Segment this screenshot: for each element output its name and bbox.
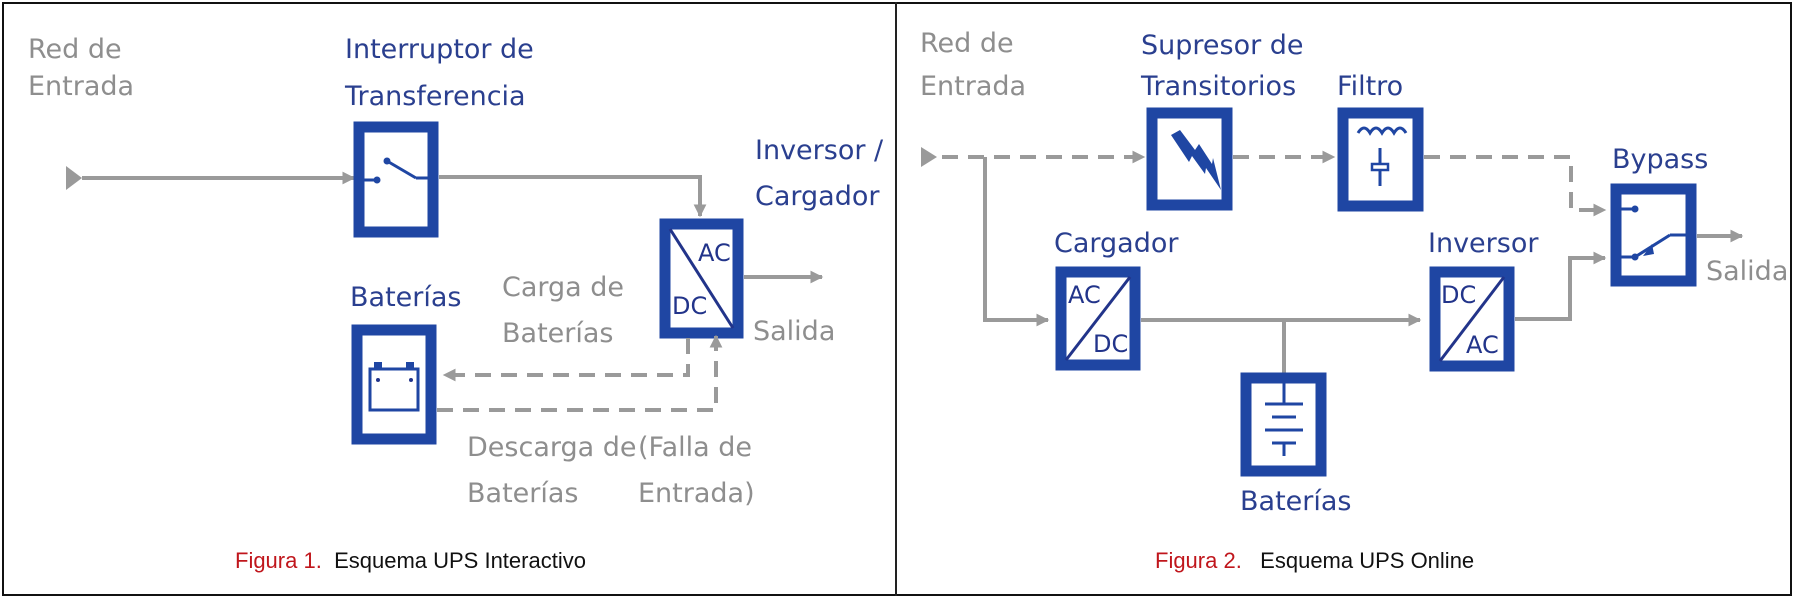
fig2-inverter-to-bypass-line	[1515, 251, 1607, 321]
inverter-dc-ac-icon: DC AC	[1429, 266, 1515, 372]
fig1-output-label: Salida	[753, 316, 835, 347]
ac-dc-converter-icon: AC DC	[659, 218, 744, 339]
figure1-caption-number: Figura 1.	[235, 548, 322, 573]
charger-ac-dc-icon: AC DC	[1055, 266, 1141, 371]
fig1-input-triangle-icon	[66, 166, 82, 190]
fig1-failure-label-2: Entrada)	[638, 478, 755, 509]
figure2-diagram: Red de Entrada Supresor de Transitorios …	[920, 28, 1788, 517]
fig1-charge-label-2: Baterías	[502, 318, 613, 349]
bypass-switch-icon	[1610, 183, 1697, 287]
fig1-converter-top: AC	[698, 239, 731, 267]
fig1-batteries-label: Baterías	[350, 282, 461, 313]
fig1-inverter-label-1: Inversor /	[755, 135, 884, 166]
fig1-inverter-label-2: Cargador	[755, 181, 880, 212]
figure1-caption-text: Esquema UPS Interactivo	[334, 548, 586, 573]
figure1-diagram: Red de Entrada Interruptor de Transferen…	[28, 34, 884, 509]
fig2-input-to-charger-line	[983, 157, 1050, 327]
fig2-charger-bottom: DC	[1093, 330, 1128, 358]
battery-stack-icon	[1240, 372, 1327, 477]
lightning-icon	[1146, 107, 1233, 211]
fig2-charger-top: AC	[1068, 281, 1101, 309]
fig2-output-label: Salida	[1706, 256, 1788, 287]
fig2-batteries-label: Baterías	[1240, 486, 1351, 517]
fig1-switch-to-converter-line	[439, 175, 707, 218]
fig2-input-triangle-icon	[921, 147, 937, 167]
panel-divider	[895, 2, 897, 596]
figure1-caption: Figura 1. Esquema UPS Interactivo	[235, 548, 586, 574]
battery-icon	[351, 324, 437, 445]
fig2-suppressor-label-1: Supresor de	[1141, 30, 1304, 61]
fig1-charge-label-1: Carga de	[502, 272, 624, 303]
fig2-filter-label: Filtro	[1337, 71, 1403, 102]
fig2-bypass-label: Bypass	[1612, 144, 1708, 175]
fig2-input-label-2: Entrada	[920, 71, 1026, 102]
fig1-switch-label-1: Interruptor de	[345, 34, 534, 65]
fig2-filter-to-bypass-line	[1424, 155, 1607, 217]
fig1-converter-bottom: DC	[672, 292, 707, 320]
fig1-failure-label-1: (Falla de	[638, 432, 752, 463]
fig2-charger-label: Cargador	[1054, 228, 1179, 259]
fig2-inverter-bottom: AC	[1466, 331, 1499, 359]
fig1-discharge-label-1: Descarga de	[467, 432, 637, 463]
fig1-charge-dashed-line	[442, 338, 690, 382]
figure2-caption-text: Esquema UPS Online	[1260, 548, 1475, 573]
fig2-inverter-label: Inversor	[1428, 228, 1539, 259]
figure2-caption-number: Figura 2.	[1155, 548, 1242, 573]
transfer-switch-icon	[353, 121, 439, 238]
filter-icon	[1337, 107, 1424, 212]
fig1-input-label-1: Red de	[28, 34, 122, 65]
figure2-caption: Figura 2. Esquema UPS Online	[1155, 548, 1474, 574]
fig1-discharge-label-2: Baterías	[467, 478, 578, 509]
fig1-switch-label-2: Transferencia	[344, 81, 526, 112]
fig1-input-label-2: Entrada	[28, 71, 134, 102]
fig2-suppressor-label-2: Transitorios	[1140, 71, 1296, 102]
fig2-inverter-top: DC	[1441, 281, 1476, 309]
fig2-input-label-1: Red de	[920, 28, 1014, 59]
fig1-discharge-dashed-line	[437, 334, 723, 412]
